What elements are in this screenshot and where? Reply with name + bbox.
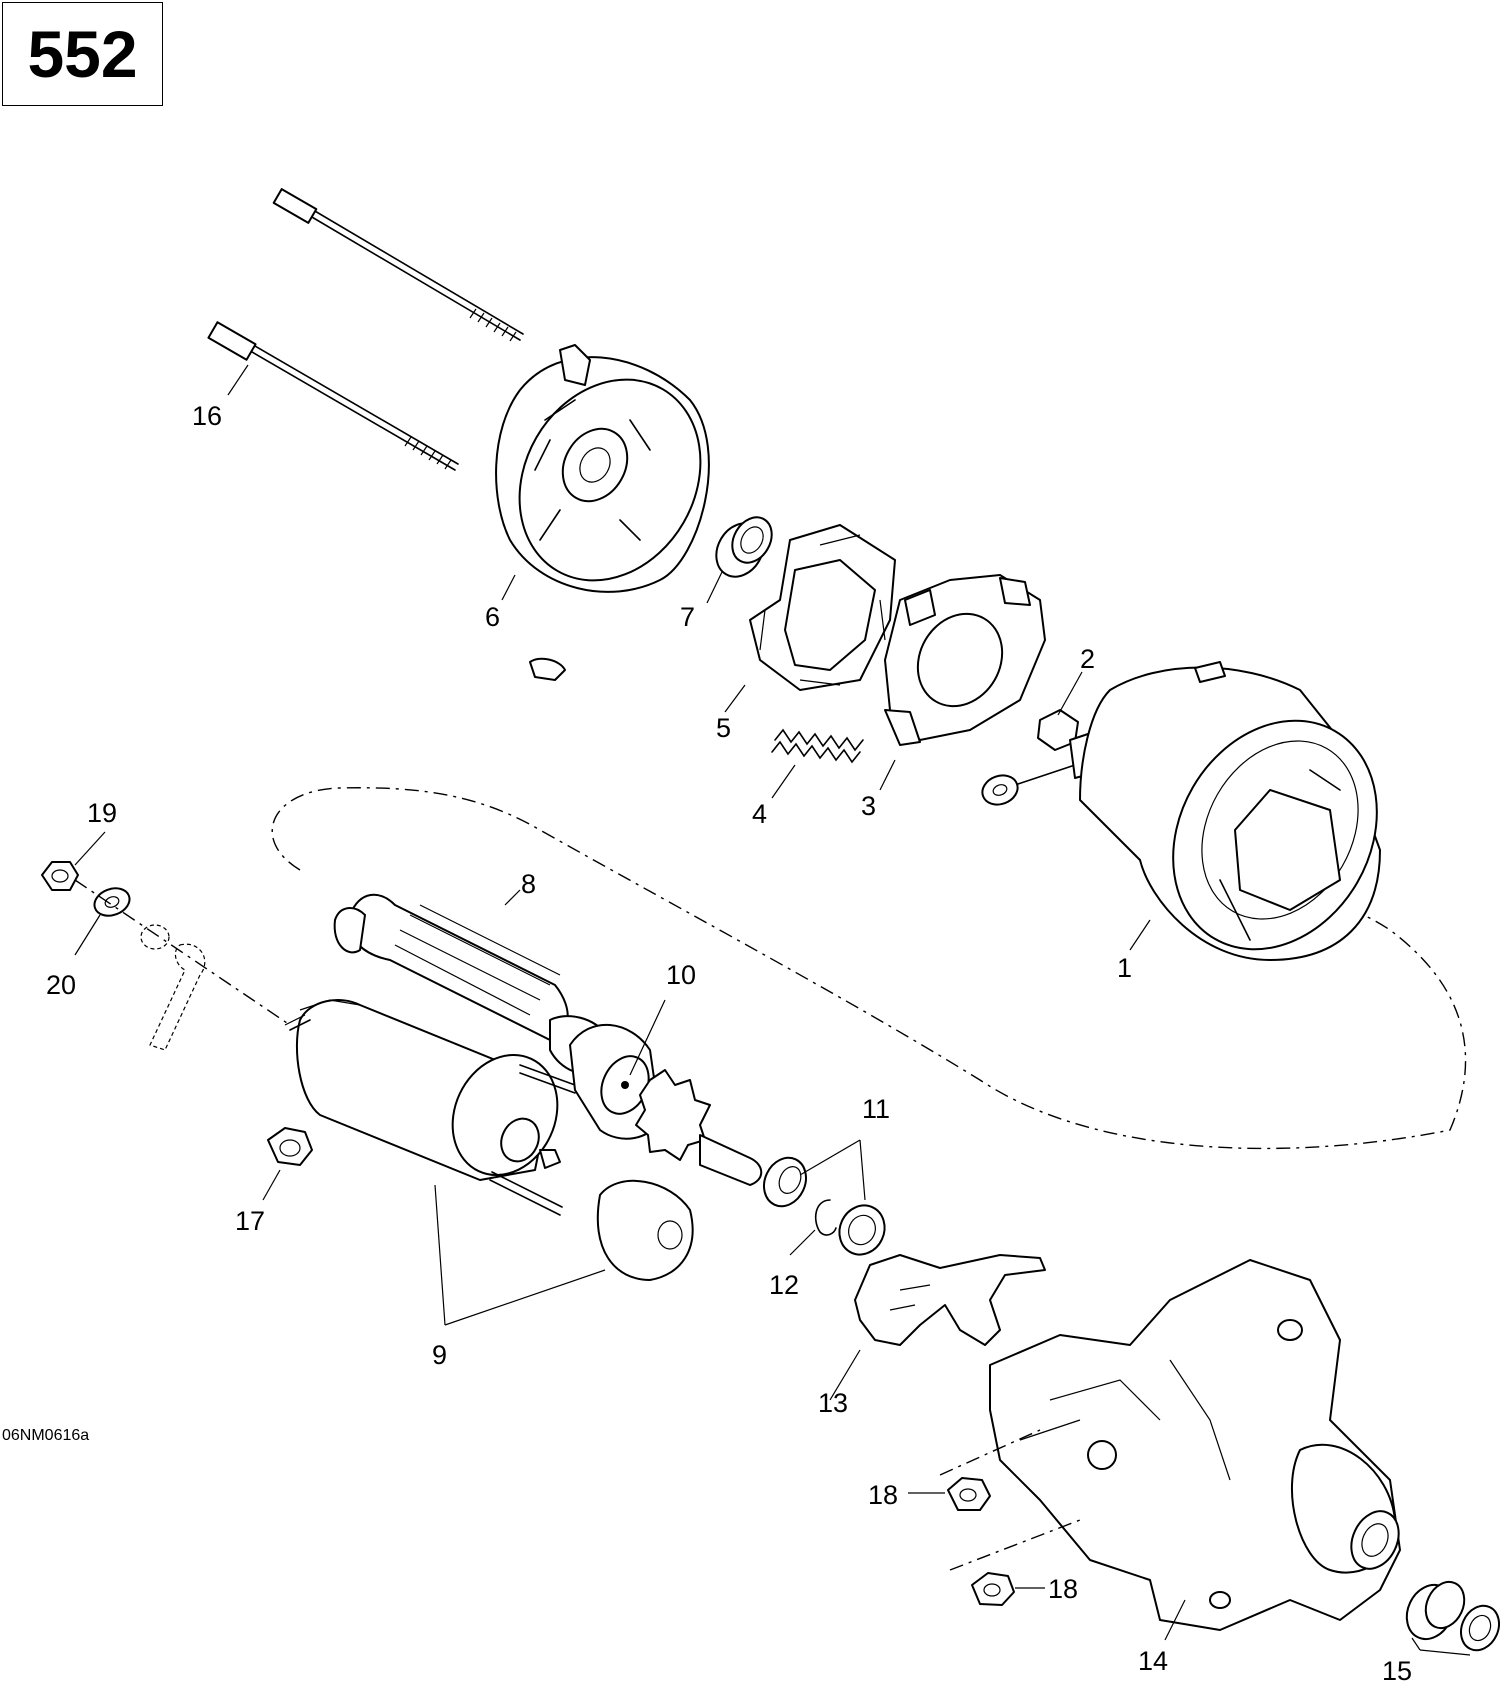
part-7-bushing — [715, 516, 773, 578]
page-number: 552 — [27, 17, 138, 91]
callout-10: 10 — [666, 960, 696, 990]
drawing-code: 06NM0616a — [2, 1427, 89, 1444]
part-18-nuts — [939, 1429, 1081, 1606]
callout-9: 9 — [432, 1340, 447, 1370]
callout-20: 20 — [46, 970, 76, 1000]
callout-labels: 1 2 3 4 5 6 7 8 9 10 11 12 13 14 15 16 1… — [46, 401, 1412, 1686]
part-10-pinion-assembly — [569, 1023, 763, 1186]
part-1-yoke — [1079, 661, 1381, 961]
callout-13: 13 — [818, 1388, 848, 1418]
callout-17: 17 — [235, 1206, 265, 1236]
part-17-nut — [267, 1127, 313, 1166]
part-5-brush-plate — [749, 524, 896, 691]
part-13-shift-lever — [854, 1254, 1046, 1346]
parts-19-20-nut-washer — [41, 861, 291, 1051]
callout-16: 16 — [192, 401, 222, 431]
part-15-bushing-washer — [1405, 1580, 1500, 1652]
callout-15: 15 — [1382, 1656, 1412, 1686]
part-9-motor-body — [284, 999, 694, 1281]
callout-1: 1 — [1117, 953, 1132, 983]
part-14-drive-housing — [989, 1259, 1401, 1631]
callout-4: 4 — [752, 799, 767, 829]
part-4-spring — [771, 728, 864, 764]
parts-11-12-collar-clip — [763, 1156, 886, 1256]
part-16-through-bolts — [207, 188, 524, 471]
callout-18a: 18 — [868, 1480, 898, 1510]
callout-6: 6 — [485, 602, 500, 632]
callout-12: 12 — [769, 1270, 799, 1300]
callout-18b: 18 — [1048, 1574, 1078, 1604]
callout-3: 3 — [861, 791, 876, 821]
callout-11: 11 — [862, 1094, 890, 1124]
callout-8: 8 — [521, 869, 536, 899]
page-number-box: 552 — [2, 2, 163, 106]
leader-lines — [74, 364, 1471, 1656]
callout-2: 2 — [1080, 644, 1095, 674]
callout-7: 7 — [680, 602, 695, 632]
part-3-brush-holder — [884, 574, 1046, 746]
part-6-end-housing — [495, 344, 710, 681]
callout-5: 5 — [716, 713, 731, 743]
callout-14: 14 — [1138, 1646, 1168, 1676]
assembly-guide-loop — [271, 787, 1467, 1150]
callout-19: 19 — [87, 798, 117, 828]
